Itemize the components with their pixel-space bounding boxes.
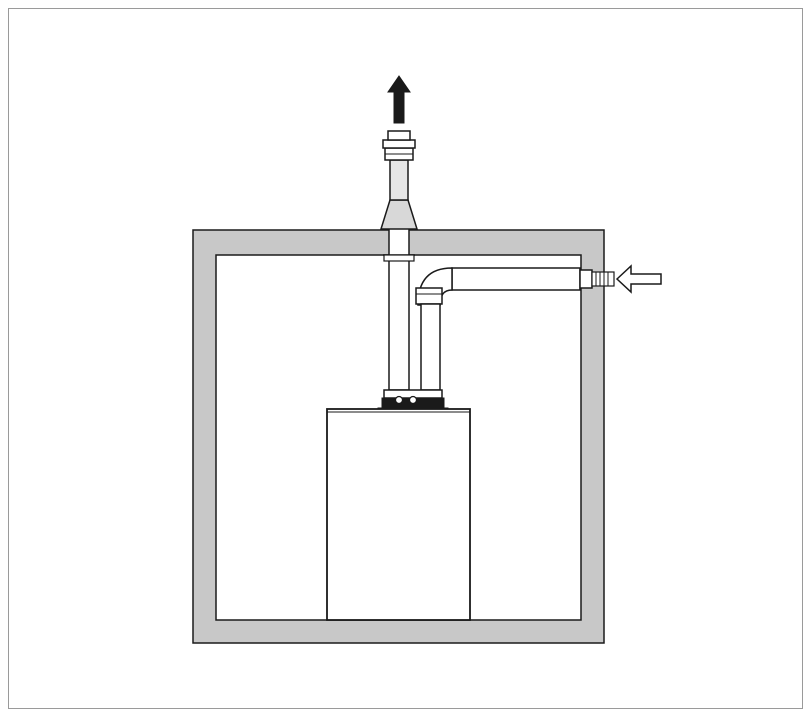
intake-elbow bbox=[415, 267, 453, 306]
boiler bbox=[326, 408, 471, 621]
exhaust-arrow bbox=[387, 75, 411, 124]
boiler-connector bbox=[377, 389, 449, 412]
air-intake-pipe bbox=[451, 267, 615, 291]
intake-downpipe bbox=[420, 303, 441, 391]
intake-arrow bbox=[615, 264, 662, 294]
room-wall bbox=[192, 229, 605, 644]
exhaust-flue bbox=[379, 130, 419, 391]
